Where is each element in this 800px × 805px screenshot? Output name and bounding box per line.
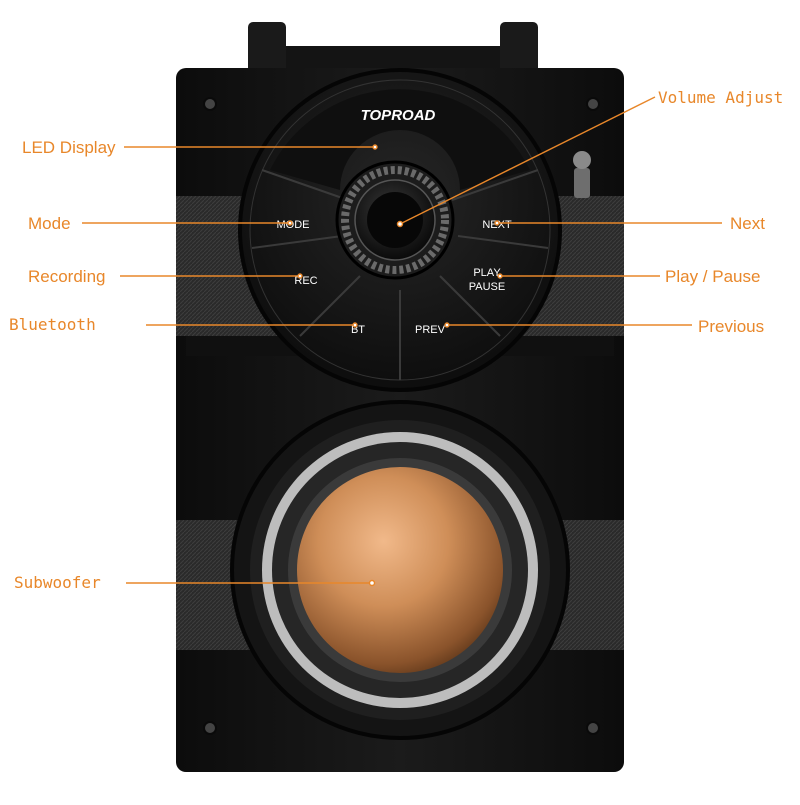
callout-play-pause: Play / Pause — [665, 267, 760, 286]
antenna-knob — [573, 151, 591, 198]
screw-icon — [203, 721, 217, 735]
mode-button[interactable]: MODE — [277, 219, 310, 231]
callout-mode: Mode — [28, 214, 71, 233]
carry-handle — [248, 22, 538, 82]
screw-icon — [586, 97, 600, 111]
callout-dots — [287, 144, 503, 587]
callout-lines — [82, 96, 722, 584]
screw-icons — [203, 97, 600, 735]
callout-next: Next — [730, 214, 765, 233]
led-display-window — [270, 89, 530, 190]
button-dividers — [251, 169, 549, 380]
callout-bluetooth: Bluetooth — [9, 315, 96, 334]
volume-knob[interactable] — [335, 160, 455, 280]
subwoofer-cone — [297, 467, 503, 673]
callout-led-display: LED Display — [22, 138, 116, 157]
callout-volume-adjust: Volume Adjust — [658, 88, 783, 107]
callout-subwoofer: Subwoofer — [14, 573, 101, 592]
brand-logo: TOPROAD — [361, 107, 436, 124]
play-pause-button-line2[interactable]: PAUSE — [469, 281, 505, 293]
play-pause-button-line1[interactable]: PLAY — [473, 267, 501, 279]
subwoofer — [230, 400, 570, 740]
prev-button[interactable]: PREV — [415, 324, 446, 336]
callout-recording: Recording — [28, 267, 106, 286]
screw-icon — [586, 721, 600, 735]
callout-previous: Previous — [698, 317, 764, 336]
screw-icon — [203, 97, 217, 111]
control-panel — [238, 68, 562, 392]
